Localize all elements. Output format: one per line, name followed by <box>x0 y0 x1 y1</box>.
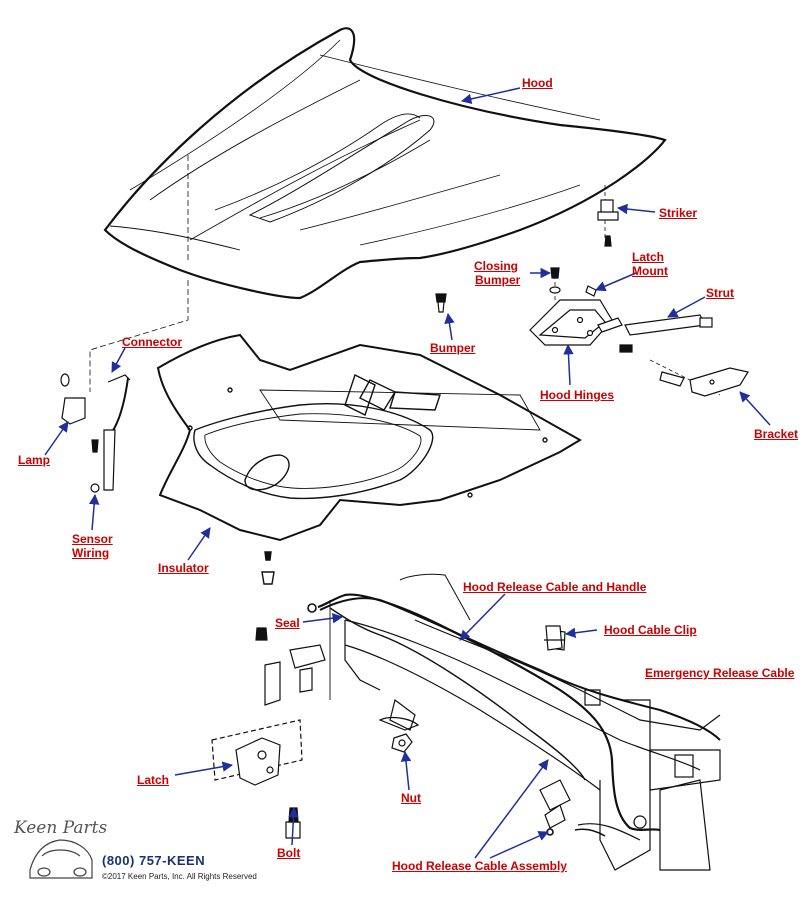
label-lamp[interactable]: Lamp <box>18 453 51 467</box>
insulator-drawing <box>156 333 582 585</box>
hood-cable-clip-drawing <box>544 625 564 651</box>
label-hood-cable-clip[interactable]: Hood Cable Clip <box>604 623 697 637</box>
lamp-connector-drawing <box>60 373 131 493</box>
copyright-text: ©2017 Keen Parts, Inc. All Rights Reserv… <box>102 872 257 881</box>
label-bumper[interactable]: Bumper <box>430 341 476 355</box>
phone-number: (800) 757-KEEN <box>102 853 206 868</box>
label-strut[interactable]: Strut <box>706 286 734 300</box>
label-emergency-release-cable[interactable]: Emergency Release Cable <box>645 666 795 680</box>
label-seal[interactable]: Seal <box>275 616 300 630</box>
label-striker[interactable]: Striker <box>659 206 698 220</box>
label-closing-bumper-line2[interactable]: Bumper <box>475 273 521 287</box>
keen-parts-logo-car <box>29 839 93 879</box>
hood-drawing <box>103 27 667 300</box>
callout-arrows <box>44 87 771 859</box>
label-sensor-wiring-line1[interactable]: Sensor <box>72 532 113 546</box>
label-latch-mount-line1[interactable]: Latch <box>632 250 665 264</box>
hinge-assembly-drawing <box>529 267 749 397</box>
label-bolt[interactable]: Bolt <box>277 846 301 860</box>
label-closing-bumper-line1[interactable]: Closing <box>474 259 518 273</box>
label-connector[interactable]: Connector <box>122 335 182 349</box>
keen-parts-logo-text: Keen Parts <box>14 818 108 838</box>
label-nut[interactable]: Nut <box>401 791 421 805</box>
label-hood-hinges[interactable]: Hood Hinges <box>540 388 614 402</box>
label-latch[interactable]: Latch <box>137 773 170 787</box>
label-hood[interactable]: Hood <box>522 76 553 90</box>
label-hood-release-cable-and-handle[interactable]: Hood Release Cable and Handle <box>463 580 647 594</box>
label-insulator[interactable]: Insulator <box>158 561 209 575</box>
label-bracket[interactable]: Bracket <box>754 427 799 441</box>
label-sensor-wiring-line2[interactable]: Wiring <box>72 546 110 560</box>
leader-lines <box>89 185 721 396</box>
striker-drawing <box>597 199 619 247</box>
bumper-drawing <box>435 293 447 313</box>
seal-drawing <box>255 627 326 706</box>
latch-drawing <box>211 719 303 839</box>
label-latch-mount-line2[interactable]: Mount <box>632 264 668 278</box>
label-hood-release-cable-assembly[interactable]: Hood Release Cable Assembly <box>392 859 567 873</box>
nut-drawing <box>391 733 413 753</box>
